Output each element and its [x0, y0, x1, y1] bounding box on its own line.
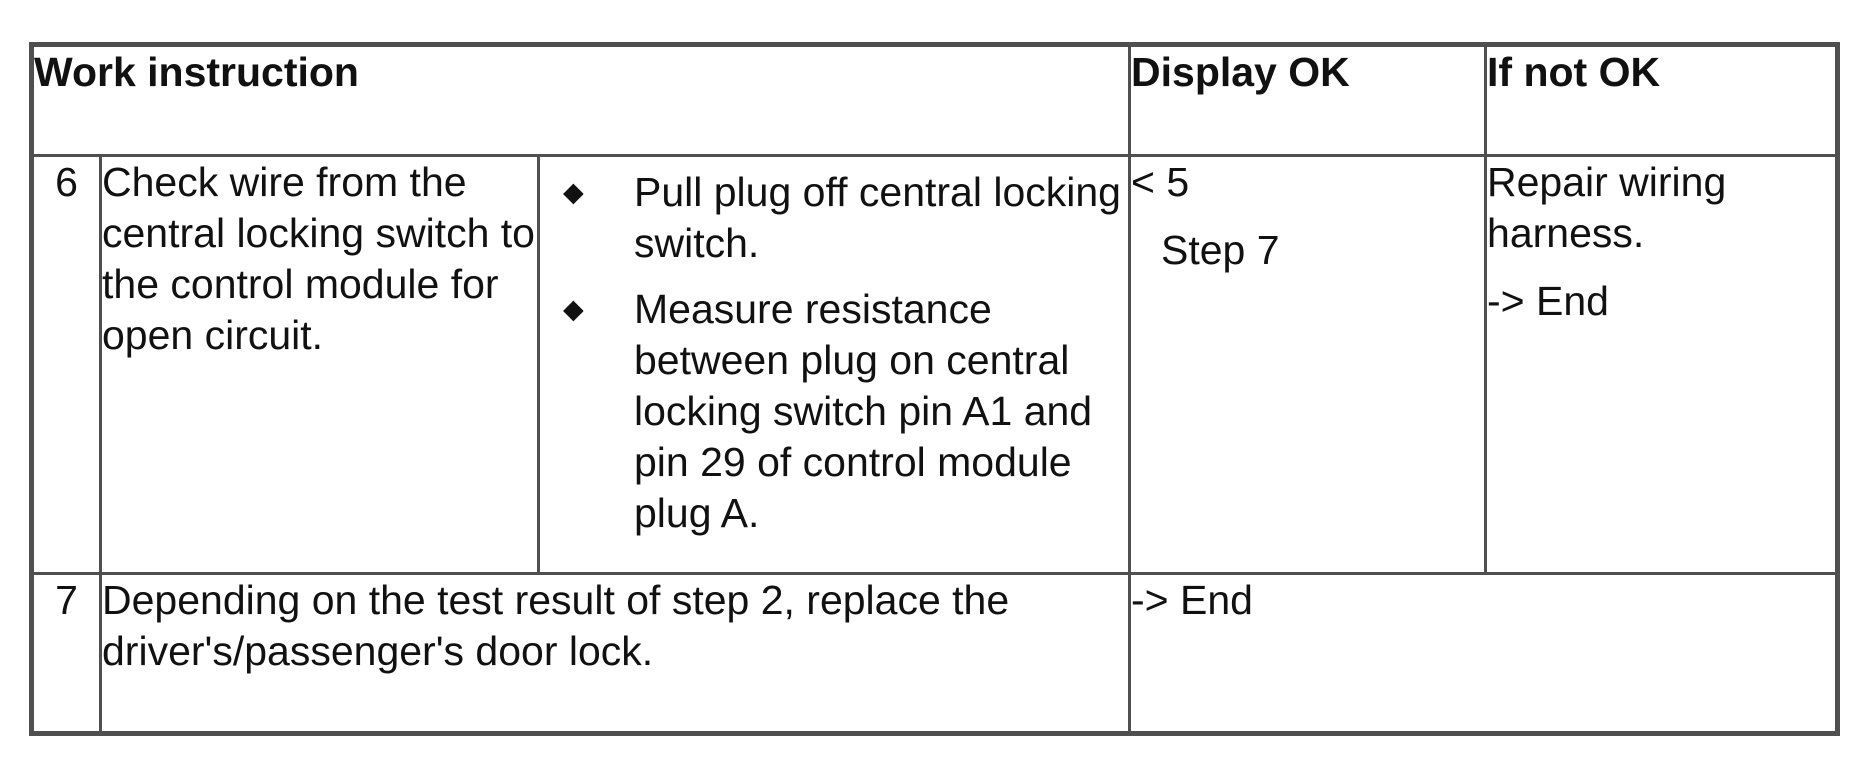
display-ok-value: < 5: [1131, 159, 1190, 205]
display-ok-cell: < 5 Step 7: [1128, 154, 1488, 575]
diamond-bullet-icon: ◆: [563, 294, 584, 324]
procedure-bullet-list: ◆ Pull plug off central locking switch. …: [540, 167, 1128, 539]
if-not-ok-action: Repair wiring harness.: [1487, 159, 1727, 256]
if-not-ok-result: -> End: [1487, 278, 1609, 324]
display-ok-cell: -> End: [1128, 572, 1840, 735]
bullet-item: ◆ Pull plug off central locking switch.: [540, 167, 1128, 269]
display-ok-next-step: Step 7: [1161, 227, 1280, 273]
header-work-instruction: Work instruction: [29, 43, 1132, 157]
work-instruction-table: Work instruction Display OK If not OK 6 …: [29, 42, 1841, 736]
step-number: 7: [30, 572, 102, 735]
bullet-text: Measure resistance between plug on centr…: [634, 286, 1093, 536]
header-display-ok: Display OK: [1128, 43, 1488, 157]
step-description: Check wire from the central locking swit…: [99, 154, 540, 575]
header-if-not-ok: If not OK: [1484, 43, 1840, 157]
procedure-cell: ◆ Pull plug off central locking switch. …: [536, 154, 1132, 575]
table-row-step-7: 7 Depending on the test result of step 2…: [30, 572, 1840, 735]
document-page: Work instruction Display OK If not OK 6 …: [29, 42, 1841, 736]
table-row-step-6: 6 Check wire from the central locking sw…: [30, 154, 1840, 575]
step-number: 6: [30, 154, 102, 575]
if-not-ok-cell: Repair wiring harness. -> End: [1484, 154, 1840, 575]
diamond-bullet-icon: ◆: [563, 177, 584, 207]
bullet-item: ◆ Measure resistance between plug on cen…: [540, 284, 1128, 539]
bullet-text: Pull plug off central locking switch.: [634, 169, 1121, 266]
table-header-row: Work instruction Display OK If not OK: [29, 43, 1840, 157]
step-description: Depending on the test result of step 2, …: [98, 572, 1132, 735]
